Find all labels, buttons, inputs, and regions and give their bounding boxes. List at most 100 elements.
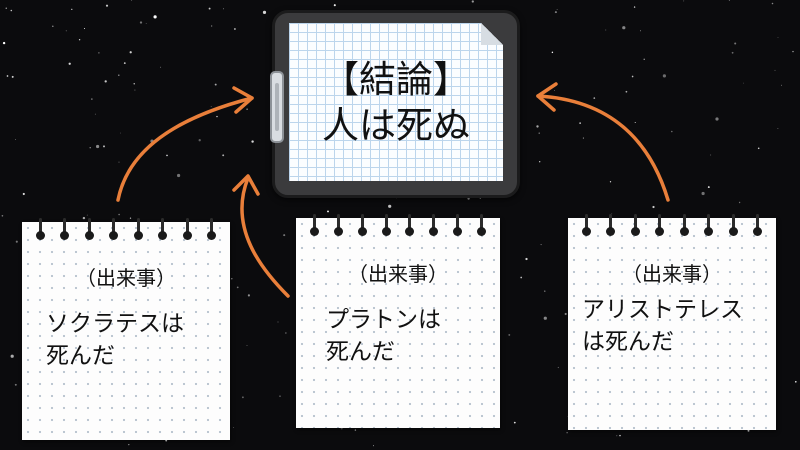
star — [777, 128, 779, 129]
star — [134, 89, 136, 91]
star — [609, 181, 612, 183]
star — [536, 125, 539, 128]
star — [52, 25, 54, 27]
star — [373, 445, 374, 447]
star — [10, 9, 13, 12]
star — [283, 234, 286, 237]
star — [5, 7, 7, 9]
star — [551, 51, 554, 54]
star — [166, 154, 168, 157]
star — [177, 173, 181, 178]
binding-ring — [477, 214, 486, 238]
star — [662, 74, 667, 78]
star — [15, 139, 16, 140]
star — [738, 201, 741, 204]
clipboard-clip — [270, 71, 284, 143]
star — [2, 41, 6, 45]
star — [634, 122, 636, 123]
star — [777, 36, 779, 38]
conclusion-text-block: 【結論】 人は死ぬ — [289, 57, 503, 149]
star — [120, 132, 122, 134]
clipboard-paper — [289, 23, 503, 181]
star — [715, 117, 719, 121]
star — [6, 75, 9, 77]
star — [525, 257, 528, 261]
binding-ring — [679, 214, 689, 238]
event-label: （出来事） — [348, 262, 448, 286]
star — [640, 30, 642, 32]
star — [564, 312, 567, 316]
star — [96, 144, 100, 149]
binding-ring — [630, 214, 640, 238]
star — [728, 0, 730, 1]
binding-ring — [310, 214, 319, 238]
star — [216, 115, 218, 118]
binding-ring — [84, 218, 94, 242]
star — [327, 210, 329, 213]
star — [68, 62, 71, 65]
star — [543, 316, 547, 320]
star — [556, 9, 558, 10]
star — [643, 58, 645, 60]
binding-ring — [357, 214, 367, 238]
star — [771, 2, 774, 5]
star — [275, 283, 277, 285]
star — [65, 30, 67, 32]
binding-ring — [704, 214, 714, 238]
star — [554, 11, 557, 14]
star — [14, 383, 17, 386]
star — [538, 132, 540, 134]
binding-ring — [109, 218, 119, 242]
star — [82, 216, 86, 220]
binding-ring — [133, 218, 143, 242]
star — [214, 83, 217, 86]
binding-ring — [158, 218, 168, 242]
star — [128, 443, 130, 446]
star — [211, 25, 213, 27]
star — [89, 147, 91, 149]
star — [557, 366, 559, 369]
star — [22, 192, 25, 196]
star — [388, 204, 392, 208]
star — [153, 15, 157, 19]
event-label: （出来事） — [76, 266, 176, 290]
event-text: プラトンは 死んだ — [326, 307, 441, 365]
star — [593, 97, 596, 99]
conclusion-clipboard: 【結論】 人は死ぬ — [270, 10, 520, 198]
star — [279, 395, 281, 397]
star — [129, 217, 132, 219]
binding-ring — [429, 214, 439, 238]
star — [625, 90, 628, 93]
star — [246, 344, 248, 346]
binding-ring — [405, 214, 415, 238]
star — [616, 435, 618, 437]
star — [78, 39, 81, 41]
star — [262, 10, 267, 14]
star — [10, 354, 14, 358]
binding-ring — [207, 218, 216, 242]
spiral-binding — [296, 214, 500, 238]
binding-ring — [728, 214, 738, 238]
star — [222, 8, 224, 10]
star — [582, 137, 584, 139]
star — [246, 108, 248, 111]
star — [165, 439, 168, 442]
star — [105, 4, 109, 7]
star — [471, 0, 474, 3]
star — [633, 6, 636, 8]
star — [743, 82, 744, 84]
binding-ring — [333, 214, 343, 238]
binding-ring — [453, 214, 463, 238]
star — [133, 83, 135, 85]
star — [513, 421, 516, 424]
star — [231, 277, 233, 280]
star — [605, 29, 607, 31]
star — [579, 122, 581, 124]
star — [236, 286, 239, 289]
star — [123, 62, 126, 64]
star — [210, 106, 212, 107]
star — [118, 74, 120, 77]
star — [794, 380, 797, 383]
binding-ring — [182, 218, 192, 242]
star — [98, 52, 100, 54]
